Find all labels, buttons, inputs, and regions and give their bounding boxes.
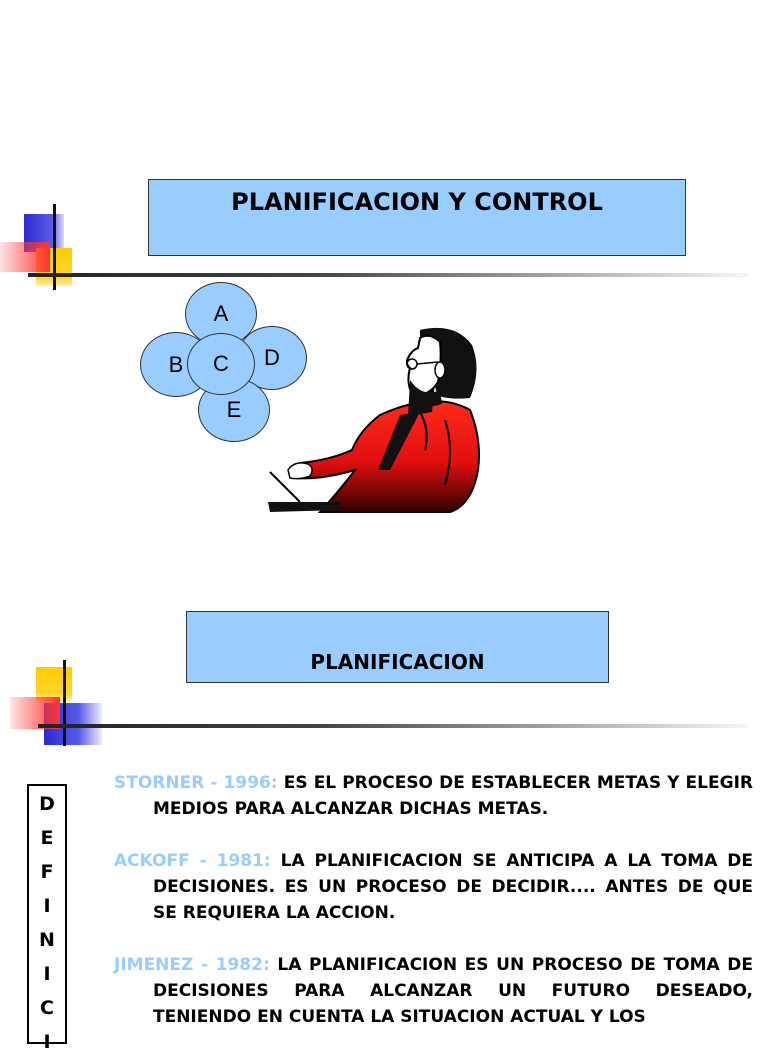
vertical-letter: F [40, 861, 54, 883]
slide2-title-box: PLANIFICACION [186, 611, 609, 683]
slide1-title: PLANIFICACION Y CONTROL [231, 188, 603, 216]
vertical-letter: I [43, 895, 51, 917]
definition-ackoff: ACKOFF - 1981: LA PLANIFICACION SE ANTIC… [114, 848, 753, 926]
definition-source: ACKOFF - 1981: [114, 851, 271, 871]
definition-text: LA PLANIFICACION SE ANTICIPA A LA TOMA D… [153, 851, 753, 923]
circle-d: D [237, 326, 307, 390]
definition-storner: STORNER - 1996: ES EL PROCESO DE ESTABLE… [114, 770, 753, 822]
definition-text: ES EL PROCESO DE ESTABLECER METAS Y ELEG… [153, 773, 753, 819]
vertical-letter: D [39, 793, 55, 815]
definition-text: LA PLANIFICACION ES UN PROCESO DE TOMA D… [153, 955, 754, 1027]
vertical-letter: E [40, 827, 54, 849]
slide1-title-box: PLANIFICACION Y CONTROL [148, 179, 686, 256]
definition-source: JIMENEZ - 1982: [114, 955, 270, 975]
vertical-word-box: D E F I N I C I [27, 784, 67, 1053]
definition-jimenez: JIMENEZ - 1982: LA PLANIFICACION ES UN P… [114, 952, 753, 1030]
vertical-letter: N [39, 929, 55, 951]
definition-source: STORNER - 1996: [114, 773, 278, 793]
definitions-list: STORNER - 1996: ES EL PROCESO DE ESTABLE… [114, 770, 753, 1056]
vertical-letter: C [40, 997, 54, 1019]
vertical-letter: I [43, 963, 51, 985]
vertical-letter: I [43, 1031, 51, 1053]
circle-c: C [187, 333, 255, 395]
man-at-laptop-illustration [268, 327, 480, 513]
slide2-title: PLANIFICACION [310, 650, 485, 674]
